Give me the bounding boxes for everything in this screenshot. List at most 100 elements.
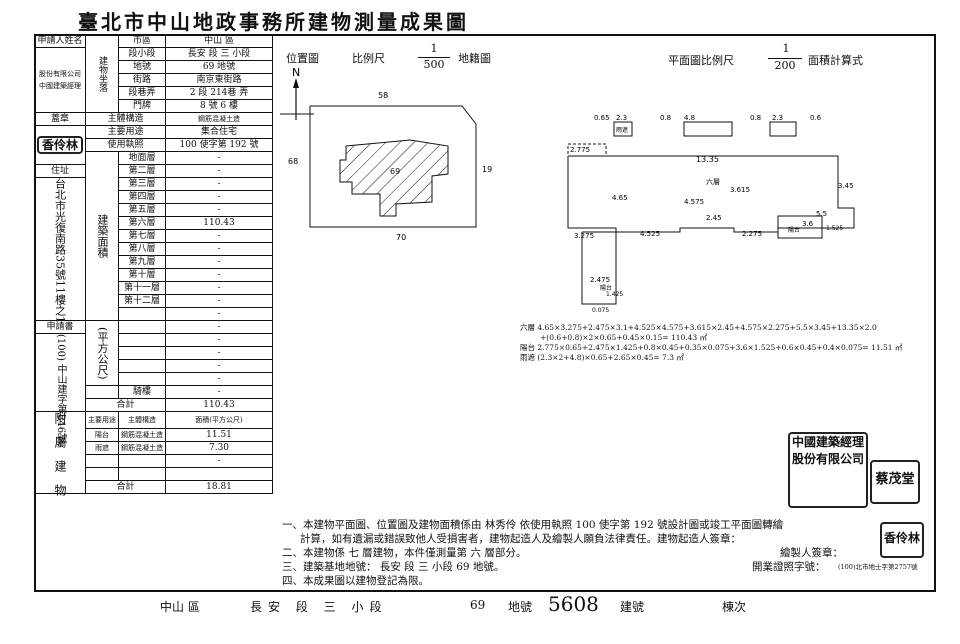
location-label: 建物坐落 [85, 34, 120, 113]
annex-use [85, 454, 120, 468]
annex-struct-label: 主體構造 [118, 411, 167, 429]
cadastral-label: 地籍圖 [458, 52, 491, 65]
canopy-label: 雨遮 [616, 126, 628, 134]
lot-boundary [309, 105, 477, 228]
drafter-seal-stamp: 香伶林 [880, 522, 924, 558]
dim-mid-c: 2.45 [706, 214, 722, 222]
floor6-label: 六層 [706, 177, 720, 186]
plan-scale-label: 平面圖比例尺 [668, 54, 734, 67]
plan-scale-num: 1 [782, 42, 790, 55]
agent-seal-stamp: 香伶林 [37, 136, 84, 154]
footer-lot: 69 [470, 598, 486, 612]
lane-label: 段巷弄 [118, 86, 167, 100]
registration-table: 申請人姓名 建物坐落 市區 中山 區 股份有限公司 中國建築經理 段小段 長安 … [33, 34, 274, 508]
north-label: N [292, 66, 300, 79]
annex-struct: 鋼筋混凝土造 [118, 428, 167, 442]
use-label: 主要用途 [85, 125, 167, 139]
annex-use-label: 主要用途 [85, 411, 120, 429]
floor-name: 第三層 [118, 177, 167, 191]
dim-bottom-a: 3.275 [574, 232, 594, 240]
note-line: 二、本建物係 七 層建物，本件僅測量第 六 層部分。 [282, 547, 527, 559]
app-book-text: (100) 中山建字第846號 [33, 333, 87, 443]
dim-left-b: 4.65 [612, 194, 628, 202]
dim-top-b: 2.3 [616, 114, 627, 122]
dim-bottom-b: 4.525 [640, 230, 660, 238]
applicant-name: 股份有限公司 中國建築經理 [33, 47, 87, 113]
floor-name: 第七層 [118, 229, 167, 243]
site-label: 位置圖 [286, 52, 319, 65]
floor-name: 地面層 [118, 151, 167, 165]
dim-bottom-c: 2.275 [742, 230, 762, 238]
seal-label: 蓋章 [33, 112, 87, 126]
floor-value: - [165, 177, 274, 191]
formula-line: 陽台 2.775×0.65+2.475×1.425+0.8×0.45+0.35×… [520, 343, 903, 352]
dim-top-a: 0.65 [594, 114, 610, 122]
floor-value: - [165, 229, 274, 243]
lot-label: 地號 [118, 60, 167, 74]
floors-label: 建築面積 [85, 151, 120, 321]
floor-name: 第四層 [118, 190, 167, 204]
dim-top-f: 2.3 [772, 114, 783, 122]
use-value: 集合住宅 [165, 125, 274, 139]
applicant-label: 申請人姓名 [33, 34, 87, 48]
dim-right-a: 3.45 [838, 182, 854, 190]
floor-value: - [165, 190, 274, 204]
formula-line: +(0.6+0.8)×2×0.65+0.45×0.15= 110.43 ㎡ [540, 333, 708, 342]
district-value: 中山 區 [165, 34, 274, 48]
dim-top-e: 0.8 [750, 114, 761, 122]
permit-label: 使用執照 [85, 138, 167, 152]
door-value: 8 號 6 樓 [165, 99, 274, 113]
footer-build-label: 建號 [620, 600, 645, 614]
lane-value: 2 段 214巷 弄 [165, 86, 274, 100]
dim-right: 19 [482, 165, 492, 174]
floor-value: - [165, 281, 274, 295]
address-text: 台北市光復南路35號11樓之1 [33, 177, 87, 323]
section-value: 長安 段 三 小段 [165, 47, 274, 61]
extra-value: - [165, 307, 274, 321]
floor-name: 第九層 [118, 255, 167, 269]
lower-balcony-label: 陽台 [600, 284, 612, 292]
note-line: 一、本建物平面圖、位置圖及建物面積係由 林秀伶 依使用執照 100 使字第 19… [282, 519, 784, 531]
dim-low-c: 0.075 [592, 307, 609, 314]
canopy-box [613, 121, 633, 137]
dim-low-a: 2.475 [590, 276, 610, 284]
floor-value: - [165, 294, 274, 308]
street-label: 街路 [118, 73, 167, 87]
formula-line: 六層 4.65×3.275+2.475×3.1+4.525×4.575+3.61… [520, 323, 877, 332]
annex-use: 雨遮 [85, 441, 120, 455]
floor-name: 第六層 [118, 216, 167, 230]
door-label: 門牌 [118, 99, 167, 113]
cert-value: (100)北市地士字第2757號 [838, 563, 918, 571]
floor-name: 第十一層 [118, 281, 167, 295]
site-scale-den: 500 [423, 58, 445, 71]
calc-label: 面積計算式 [808, 54, 863, 67]
dim-left-a: 2.775 [570, 146, 590, 154]
district-label: 市區 [118, 34, 167, 48]
extra-value: - [165, 372, 274, 386]
dim-top: 58 [378, 91, 388, 100]
floor-name: 第二層 [118, 164, 167, 178]
plan-scale-den: 200 [774, 59, 796, 72]
floor-name: 第五層 [118, 203, 167, 217]
unit-label: (平方公尺) [85, 320, 120, 386]
lot-number: 69 [390, 167, 400, 176]
permit-value: 100 使字第 192 號 [165, 138, 274, 152]
dim-balc-b: 5.5 [816, 210, 827, 218]
annex-struct [118, 454, 167, 468]
floor-value: - [165, 164, 274, 178]
footer-build-no: 5608 [548, 592, 599, 616]
representative-seal-stamp: 蔡茂堂 [870, 460, 920, 504]
formula-line: 雨遮 (2.3×2+4.8)×0.65+2.65×0.45= 7.3 ㎡ [520, 353, 684, 362]
footer-unit-label: 棟次 [722, 600, 747, 614]
stair-value: - [165, 385, 274, 399]
footer-district: 中山 區 [160, 600, 200, 614]
annex-area: 7.30 [165, 441, 274, 455]
dim-balc-c: 1.525 [826, 225, 843, 232]
floor-value: 110.43 [165, 216, 274, 230]
drawer-label: 繪製人簽章： [780, 547, 843, 559]
struct-value: 鋼筋混凝土造 [165, 112, 274, 126]
plan-scale-bar [768, 58, 802, 59]
dim-top-g: 0.6 [810, 114, 822, 122]
lot-value: 69 地號 [165, 60, 274, 74]
floor-name: 第八層 [118, 242, 167, 256]
